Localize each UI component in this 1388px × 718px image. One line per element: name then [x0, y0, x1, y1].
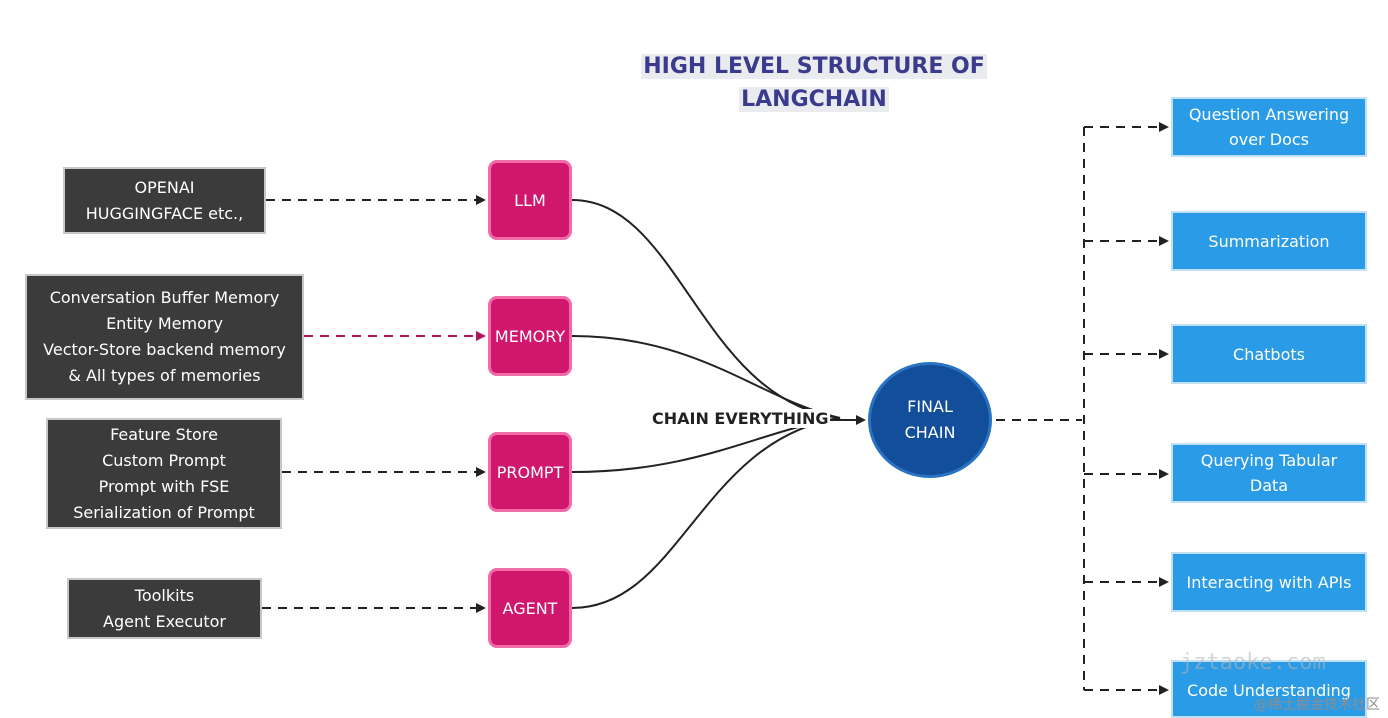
component-label: AGENT — [502, 598, 558, 618]
input-box-prompts: Feature Store Custom Prompt Prompt with … — [46, 418, 282, 529]
input-line: Feature Store — [110, 424, 218, 444]
chain-everything-label: CHAIN EVERYTHING — [650, 409, 831, 428]
output-label: Question Answering over Docs — [1188, 105, 1350, 149]
output-label: Chatbots — [1233, 344, 1305, 364]
input-line: Custom Prompt — [102, 450, 226, 470]
output-code-understanding: Code Understanding — [1171, 660, 1367, 718]
output-interacting-with-apis: Interacting with APIs — [1171, 552, 1367, 612]
final-chain-line-1: FINAL — [907, 397, 953, 416]
input-line: HUGGINGFACE etc., — [85, 203, 244, 223]
curve-llm — [571, 199, 841, 419]
final-chain-line-2: CHAIN — [904, 423, 956, 442]
output-label: Summarization — [1208, 231, 1330, 251]
title-line-2: LANGCHAIN — [739, 87, 889, 112]
input-line: OPENAI — [134, 177, 195, 197]
input-line: Entity Memory — [106, 314, 223, 333]
component-label: MEMORY — [494, 326, 566, 346]
input-line: Conversation Buffer Memory — [49, 288, 280, 307]
curve-memory — [571, 335, 841, 419]
input-line: Agent Executor — [103, 611, 226, 631]
watermark-site: jztaoke.com — [1180, 650, 1326, 675]
output-summarization: Summarization — [1171, 211, 1367, 271]
input-line: Vector-Store backend memory — [43, 340, 286, 359]
component-agent: AGENT — [488, 568, 572, 648]
component-label: LLM — [514, 190, 546, 210]
input-box-memories: Conversation Buffer Memory Entity Memory… — [25, 274, 304, 400]
final-chain-node: FINAL CHAIN — [868, 362, 992, 478]
component-llm: LLM — [488, 160, 572, 240]
component-memory: MEMORY — [488, 296, 572, 376]
title-line-1: HIGH LEVEL STRUCTURE OF — [641, 54, 987, 79]
input-line: Serialization of Prompt — [73, 502, 255, 522]
output-label: Interacting with APIs — [1186, 572, 1352, 592]
component-prompt: PROMPT — [488, 432, 572, 512]
curve-agent — [571, 417, 841, 609]
output-label: Code Understanding — [1187, 681, 1351, 700]
output-chatbots: Chatbots — [1171, 324, 1367, 384]
output-question-answering: Question Answering over Docs — [1171, 97, 1367, 157]
input-box-agents: Toolkits Agent Executor — [67, 578, 262, 639]
diagram-title: HIGH LEVEL STRUCTURE OF LANGCHAIN — [640, 50, 988, 116]
component-label: PROMPT — [496, 462, 564, 482]
input-line: Prompt with FSE — [98, 476, 230, 496]
output-querying-tabular-data: Querying Tabular Data — [1171, 443, 1367, 503]
watermark-credit: @稀土掘金技术社区 — [1254, 697, 1380, 713]
input-line: & All types of memories — [68, 366, 261, 385]
input-box-models: OPENAI HUGGINGFACE etc., — [63, 167, 266, 234]
input-line: Toolkits — [134, 585, 195, 605]
output-label: Querying Tabular Data — [1200, 451, 1338, 495]
